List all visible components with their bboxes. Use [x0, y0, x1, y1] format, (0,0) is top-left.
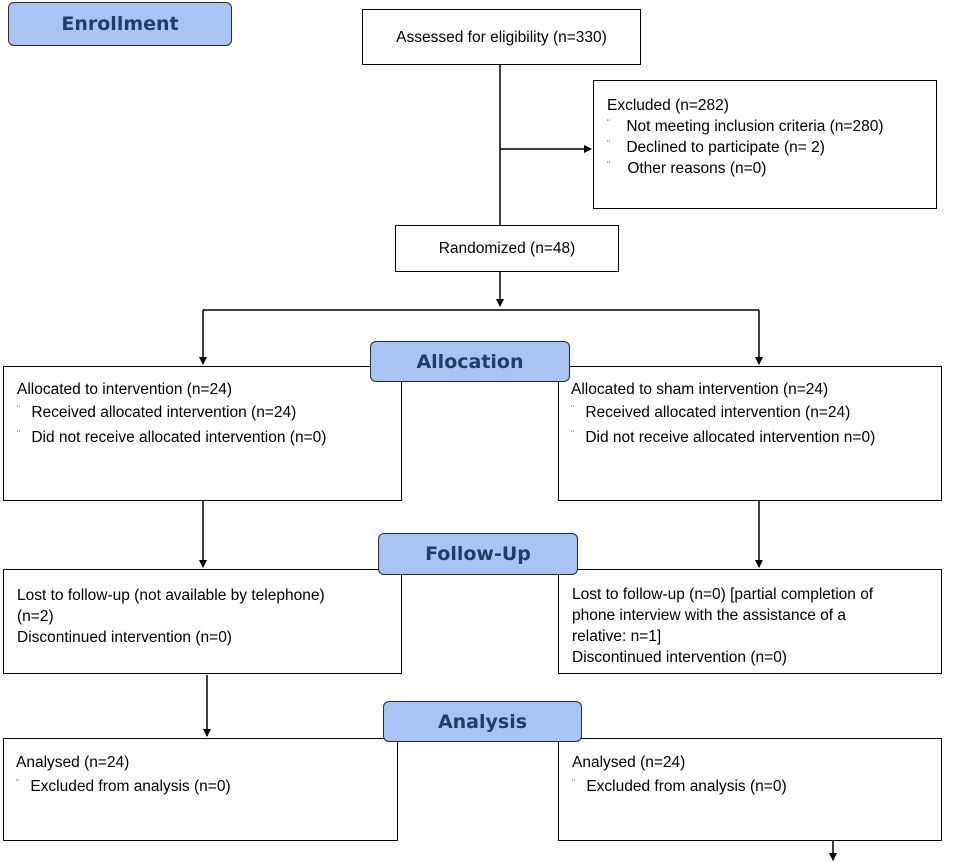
assessed-text: Assessed for eligibility (n=330) — [396, 28, 607, 46]
excluded-item: ¨ Not meeting inclusion criteria (n=280) — [607, 116, 936, 137]
analysis-left-title: Analysed (n=24) — [16, 754, 130, 771]
analysis-left-item-text: Excluded from analysis (n=0) — [30, 778, 231, 795]
followup-right-line: Lost to follow-up (n=0) [partial complet… — [572, 586, 874, 603]
stage-follow-up: Follow-Up — [378, 533, 578, 575]
bullet-icon: ¨ — [607, 118, 610, 128]
stage-allocation-label: Allocation — [416, 350, 524, 373]
stage-enrollment: Enrollment — [8, 2, 232, 46]
allocation-right-title: Allocated to sham intervention (n=24) — [571, 381, 829, 398]
followup-right-line: relative: n=1] — [572, 628, 662, 645]
analysis-right-item-text: Excluded from analysis (n=0) — [586, 778, 787, 795]
bullet-icon: ¨ — [571, 429, 574, 439]
bullet-icon: ¨ — [17, 429, 20, 439]
allocation-right-item-text: Received allocated intervention (n=24) — [585, 404, 851, 421]
stage-analysis-label: Analysis — [437, 710, 528, 733]
bullet-icon: ¨ — [16, 778, 19, 788]
stage-analysis: Analysis — [383, 701, 582, 742]
excluded-item-text: Declined to participate (n= 2) — [626, 139, 825, 156]
allocation-left-item-text: Did not receive allocated intervention (… — [31, 429, 327, 446]
allocation-right-item-text: Did not receive allocated intervention n… — [585, 429, 876, 446]
excluded-item: ¨ Other reasons (n=0) — [607, 158, 936, 179]
allocation-left-item: ¨ Did not receive allocated intervention… — [17, 427, 401, 448]
excluded-item-text: Not meeting inclusion criteria (n=280) — [626, 118, 884, 135]
allocation-right-box: Allocated to sham intervention (n=24) ¨ … — [558, 366, 942, 501]
stage-allocation: Allocation — [370, 341, 570, 382]
assessed-box: Assessed for eligibility (n=330) — [362, 9, 641, 65]
analysis-left-box: Analysed (n=24) ¨ Excluded from analysis… — [3, 738, 398, 841]
followup-right-line: Discontinued intervention (n=0) — [572, 649, 787, 666]
analysis-right-item: ¨ Excluded from analysis (n=0) — [572, 776, 941, 797]
bullet-icon: ¨ — [571, 404, 574, 414]
analysis-left-item: ¨ Excluded from analysis (n=0) — [16, 776, 397, 797]
bullet-icon: ¨ — [572, 778, 575, 788]
analysis-right-title: Analysed (n=24) — [572, 754, 686, 771]
followup-left-line: (n=2) — [17, 608, 54, 625]
followup-right-line: phone interview with the assistance of a — [572, 607, 846, 624]
excluded-title: Excluded (n=282) — [607, 97, 729, 114]
excluded-item: ¨ Declined to participate (n= 2) — [607, 137, 936, 158]
randomized-text: Randomized (n=48) — [438, 240, 576, 257]
excluded-box: Excluded (n=282) ¨ Not meeting inclusion… — [593, 80, 937, 209]
allocation-left-item: ¨ Received allocated intervention (n=24) — [17, 402, 401, 423]
bullet-icon: ¨ — [17, 404, 20, 414]
allocation-left-box: Allocated to intervention (n=24) ¨ Recei… — [3, 366, 402, 501]
followup-left-box: Lost to follow-up (not available by tele… — [3, 569, 402, 674]
stage-follow-up-label: Follow-Up — [425, 543, 531, 565]
analysis-right-box: Analysed (n=24) ¨ Excluded from analysis… — [558, 738, 942, 841]
stage-enrollment-label: Enrollment — [61, 13, 179, 35]
allocation-left-item-text: Received allocated intervention (n=24) — [31, 404, 297, 421]
allocation-right-item: ¨ Received allocated intervention (n=24) — [571, 402, 941, 423]
allocation-left-title: Allocated to intervention (n=24) — [17, 381, 232, 398]
followup-left-line: Discontinued intervention (n=0) — [17, 629, 232, 646]
followup-right-box: Lost to follow-up (n=0) [partial complet… — [558, 569, 942, 674]
followup-left-line: Lost to follow-up (not available by tele… — [17, 587, 325, 604]
randomized-box: Randomized (n=48) — [395, 225, 619, 272]
bullet-icon: ¨ — [607, 160, 610, 170]
bullet-icon: ¨ — [607, 139, 610, 149]
allocation-right-item: ¨ Did not receive allocated intervention… — [571, 427, 941, 448]
excluded-item-text: Other reasons (n=0) — [627, 160, 767, 177]
